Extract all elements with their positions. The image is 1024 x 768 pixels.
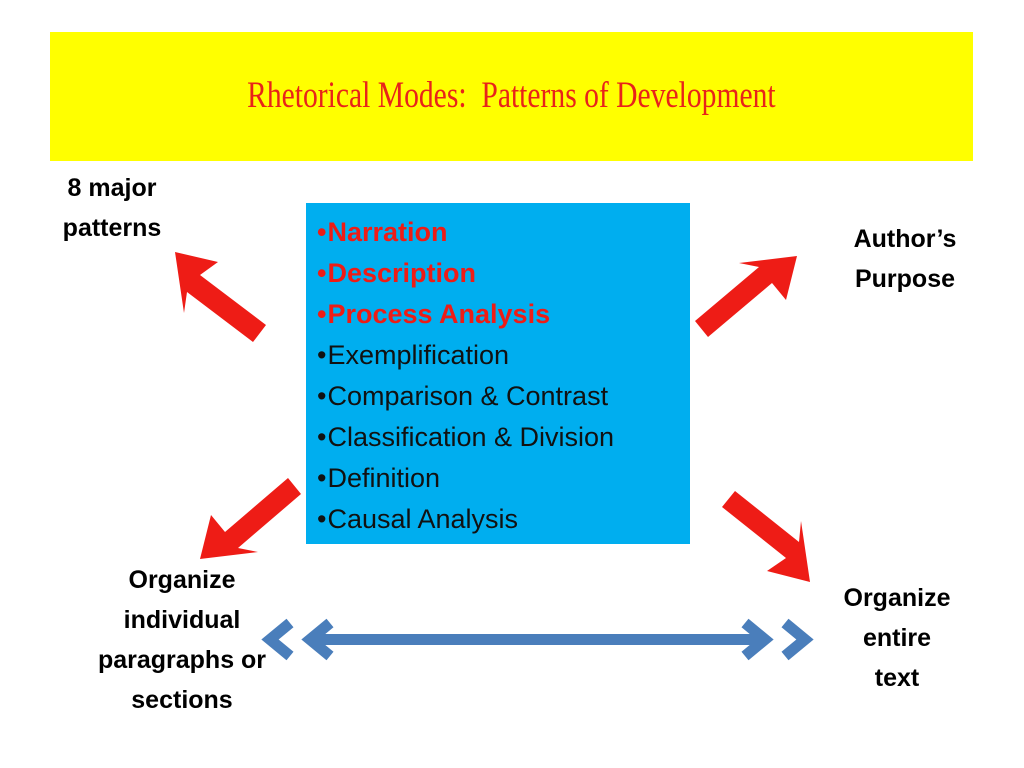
page-title: Rhetorical Modes: Patterns of Developmen… xyxy=(247,75,776,117)
list-item: Classification & Division xyxy=(317,417,690,458)
arrow-down-right-icon xyxy=(722,491,810,582)
arrow-up-left-icon xyxy=(175,252,266,342)
list-item: Causal Analysis xyxy=(317,499,690,540)
rhetorical-modes-box: Narration Description Process Analysis E… xyxy=(306,203,690,544)
arrow-down-left-icon xyxy=(200,478,301,559)
list-item: Comparison & Contrast xyxy=(317,376,690,417)
double-headed-arrow-icon xyxy=(261,618,814,661)
title-banner: Rhetorical Modes: Patterns of Developmen… xyxy=(50,32,973,161)
label-eight-major-patterns: 8 major patterns xyxy=(62,174,162,242)
arrow-up-right-icon xyxy=(695,256,797,337)
list-item: Description xyxy=(317,253,690,294)
list-item: Definition xyxy=(317,458,690,499)
label-organize-entire-text: Organize entire text xyxy=(843,584,951,692)
list-item: Narration xyxy=(317,212,690,253)
list-item: Process Analysis xyxy=(317,294,690,335)
label-authors-purpose: Author’s Purpose xyxy=(853,225,957,293)
label-organize-individual-paragraphs: Organize individual paragraphs or sectio… xyxy=(97,566,267,714)
list-item: Exemplification xyxy=(317,335,690,376)
